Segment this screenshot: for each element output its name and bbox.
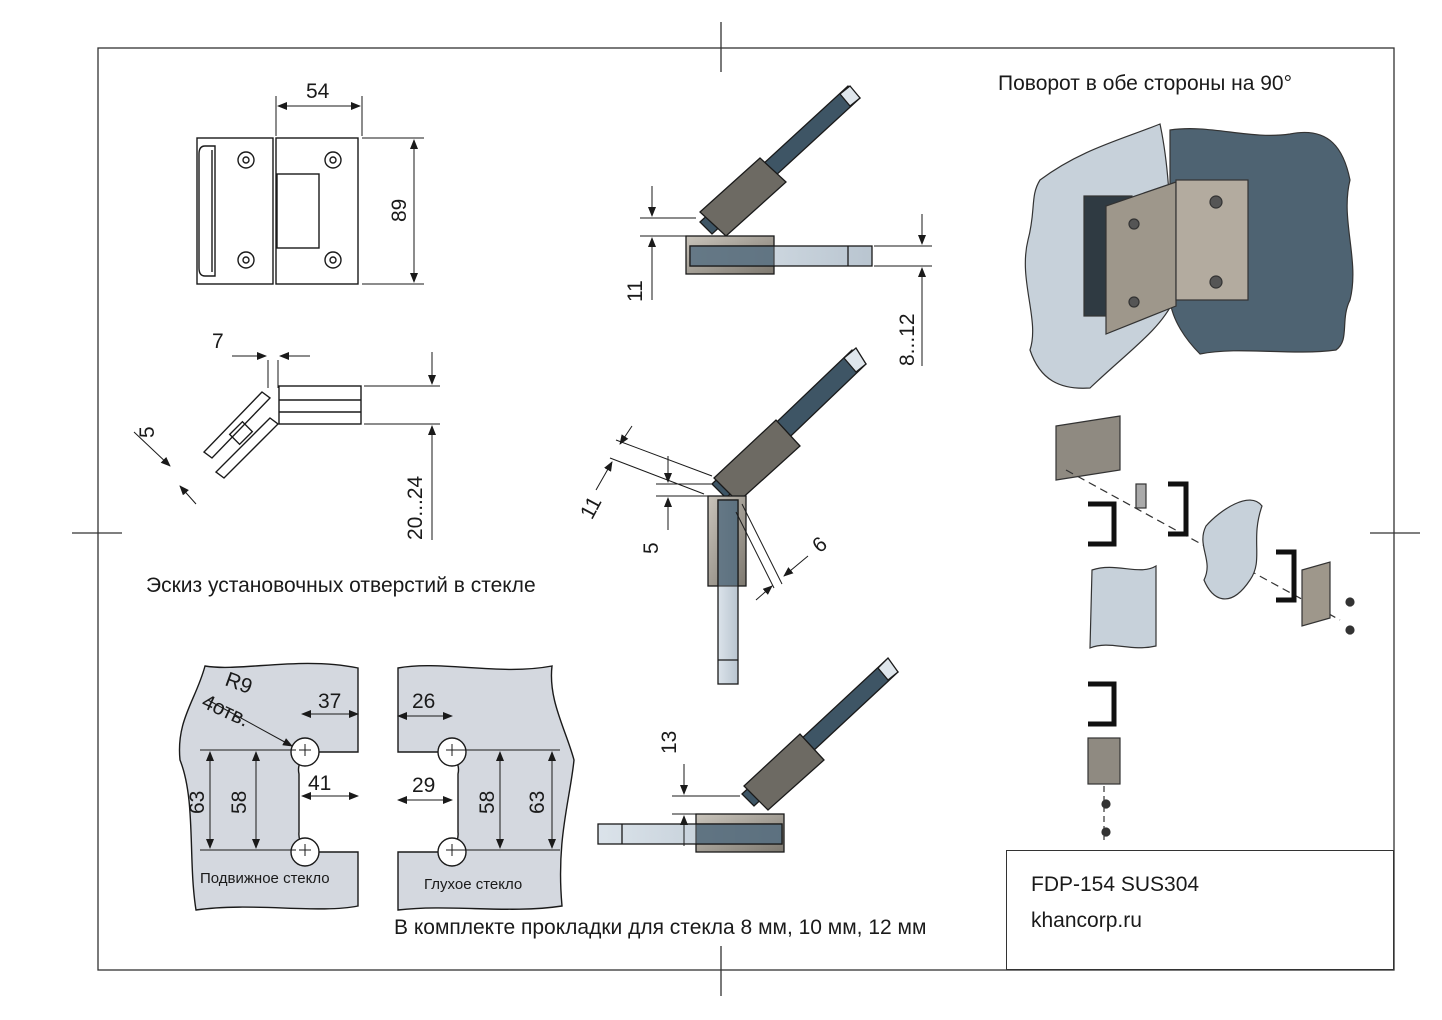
angle-view-3 [597,656,899,853]
fixed-label: Глухое стекло [424,876,523,893]
dim-offset: 7 [212,330,224,353]
exploded-view [1055,415,1355,840]
movable-depth: 41 [308,772,332,795]
hinge-render [1024,123,1354,389]
dim-width: 54 [306,80,330,103]
model-label: FDP-154 SUS304 [1031,873,1200,896]
sketch-title: Эскиз установочных отверстий в стекле [146,574,536,597]
kit-note: В комплекте прокладки для стекла 8 мм, 1… [394,916,927,939]
dim-v1-glass: 8...12 [896,313,919,366]
hole-sketch-movable [178,662,359,911]
title-block: FDP-154 SUS304 khancorp.ru [1006,850,1394,970]
front-view [196,96,424,285]
movable-inner: 58 [228,790,251,814]
sheet-frame [72,22,1420,996]
fixed-inner: 58 [476,790,499,814]
fixed-edge: 26 [412,690,436,713]
dim-v1-offset: 11 [624,280,647,302]
movable-edge: 37 [318,690,342,713]
top-view [133,352,440,540]
dim-gap: 5 [136,426,159,438]
dim-height: 89 [388,198,411,222]
fixed-outer: 63 [526,790,549,814]
site-label: khancorp.ru [1031,909,1142,932]
movable-outer: 63 [186,790,209,814]
movable-label: Подвижное стекло [200,870,330,887]
angle-view-1 [640,85,932,366]
dim-glass-range: 20...24 [404,475,427,540]
dim-v3-offset: 13 [658,730,681,754]
fixed-depth: 29 [412,774,436,797]
angle-view-2 [595,347,867,685]
hole-sketch-fixed [397,664,575,911]
rotation-note: Поворот в обе стороны на 90° [998,72,1293,95]
dim-v2-gap: 5 [640,542,663,554]
